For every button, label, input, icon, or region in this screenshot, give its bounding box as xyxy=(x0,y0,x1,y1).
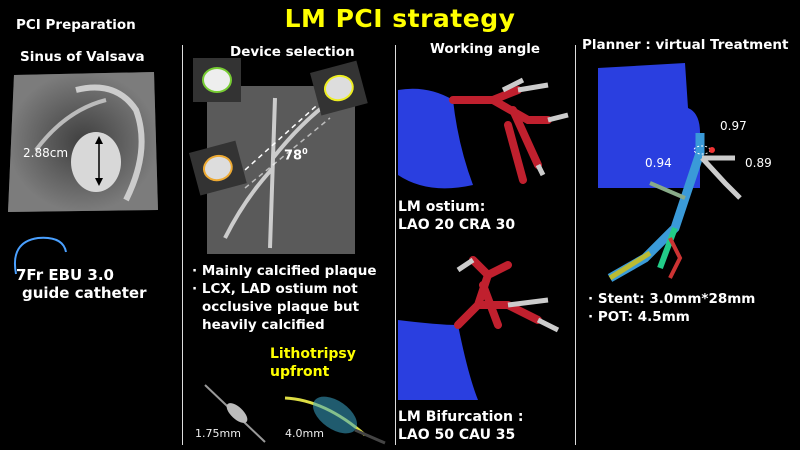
virtual-treatment-model xyxy=(598,63,742,282)
planner-bullets: · Stent: 3.0mm*28mm · POT: 4.5mm xyxy=(588,290,755,326)
ct-sinus-image xyxy=(8,72,158,212)
ffr-value-lm: 0.97 xyxy=(720,119,747,133)
sinus-measurement: 2.88cm xyxy=(23,146,69,160)
heading-pci-preparation: PCI Preparation xyxy=(16,17,136,33)
view-1-label: LM ostium: LAO 20 CRA 30 xyxy=(398,199,516,233)
catheter-label-line: guide catheter xyxy=(22,284,147,302)
view-2-label: LM Bifurcation : LAO 50 CAU 35 xyxy=(398,409,524,443)
catheter-label-line: 7Fr EBU 3.0 xyxy=(16,266,114,284)
device-bullets: · Mainly calcified plaque · LCX, LAD ost… xyxy=(192,262,376,334)
ffr-value-lcx: 0.89 xyxy=(745,156,772,170)
heading-device-selection: Device selection xyxy=(230,44,355,60)
working-angle-view-2 xyxy=(398,256,560,400)
catheter-label: 7Fr EBU 3.0 guide catheter xyxy=(16,266,146,302)
device-size-2: 4.0mm xyxy=(285,427,324,440)
column-divider xyxy=(182,45,183,445)
ffr-value-lad: 0.94 xyxy=(645,156,672,170)
bullet-continuation: occlusive plaque but xyxy=(202,299,360,315)
subheading-sinus: Sinus of Valsava xyxy=(20,49,145,65)
bullet-item: · Mainly calcified plaque xyxy=(192,263,377,279)
device-size-1: 1.75mm xyxy=(195,427,241,440)
slide-title: LM PCI strategy xyxy=(284,4,516,33)
ct-device-image xyxy=(189,58,368,254)
bullet-item: · Stent: 3.0mm*28mm xyxy=(588,291,756,307)
column-divider xyxy=(395,45,396,445)
bullet-item: · LCX, LAD ostium not xyxy=(192,281,358,297)
balloon-devices-image xyxy=(204,384,386,445)
column-divider xyxy=(575,45,576,445)
working-angle-view-1 xyxy=(398,77,569,189)
heading-planner: Planner : virtual Treatment xyxy=(582,37,789,53)
lithotripsy-label: Lithotripsy upfront xyxy=(270,346,356,380)
heading-working-angle: Working angle xyxy=(430,41,541,57)
angle-label: 780 xyxy=(284,147,308,164)
bullet-continuation: heavily calcified xyxy=(202,317,325,333)
bullet-item: · POT: 4.5mm xyxy=(588,309,690,325)
guide-catheter-icon xyxy=(14,236,67,275)
